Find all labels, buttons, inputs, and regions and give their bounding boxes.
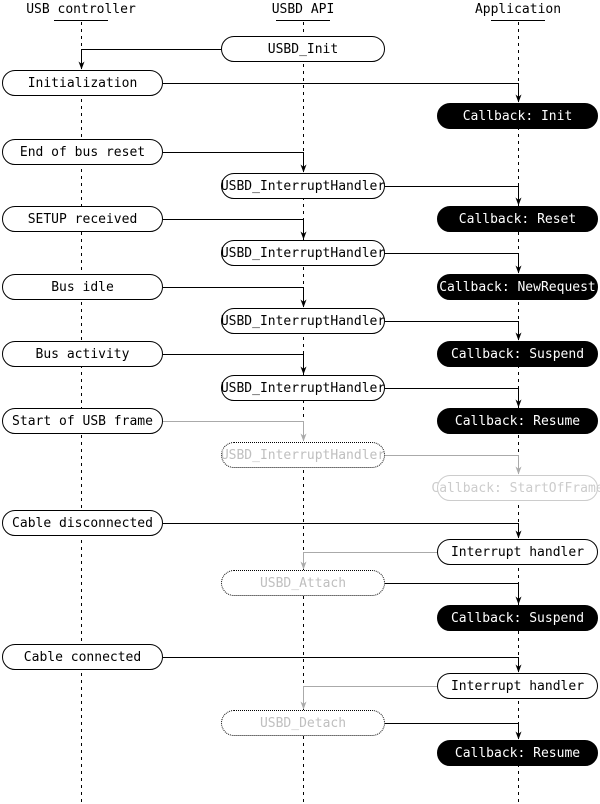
node-callback-reset: Callback: Reset [437,206,598,232]
connector-c-busactivity-to-ih4 [163,354,307,375]
node-interrupt-handler-1: USBD_InterruptHandler [221,173,385,199]
node-label-usbd-init: USBD_Init [267,41,339,57]
connector-c-init-to-initialization [78,49,221,70]
connector-c-ih2-to-callback-newrequest [385,253,522,274]
node-label-callback-resume-2: Callback: Resume [454,745,581,761]
node-label-callback-newrequest: Callback: NewRequest [439,279,596,295]
node-label-interrupt-handler-2: USBD_InterruptHandler [220,245,386,261]
connector-c-ih1-to-callback-reset [385,186,522,206]
node-interrupt-handler-2: USBD_InterruptHandler [221,240,385,266]
connectors-group [78,49,522,740]
connector-c-disconnected-to-ihapp1 [163,523,522,539]
node-label-cable-disconnected: Cable disconnected [12,515,153,531]
node-label-bus-activity: Bus activity [35,346,130,362]
node-label-usbd-detach: USBD_Detach [259,715,347,731]
node-usbd-init: USBD_Init [221,36,385,62]
node-callback-resume-2: Callback: Resume [437,740,598,766]
connector-c-busreset-to-ih1 [163,152,307,173]
node-interrupt-handler-app-2: Interrupt handler [437,673,598,699]
node-label-callback-resume-1: Callback: Resume [454,413,581,429]
column-header-usb-controller: USB controller [26,2,136,17]
node-label-initialization: Initialization [27,75,138,91]
node-label-start-of-usb-frame: Start of USB frame [12,413,153,429]
connector-c-connected-to-ihapp2 [163,657,522,673]
connector-c-detach-to-resume [385,723,522,740]
node-initialization: Initialization [2,70,163,96]
node-interrupt-handler-app-1: Interrupt handler [437,539,598,565]
node-label-callback-reset: Callback: Reset [458,211,577,227]
node-bus-idle: Bus idle [2,274,163,300]
node-label-setup-received: SETUP received [27,211,138,227]
node-label-callback-suspend-1: Callback: Suspend [450,346,585,362]
node-cable-disconnected: Cable disconnected [2,510,163,536]
node-label-interrupt-handler-5: USBD_InterruptHandler [220,447,386,463]
node-callback-suspend-1: Callback: Suspend [437,341,598,367]
node-label-interrupt-handler-1: USBD_InterruptHandler [220,178,386,194]
node-usbd-detach: USBD_Detach [221,710,385,736]
node-label-end-of-bus-reset: End of bus reset [19,144,146,160]
node-end-of-bus-reset: End of bus reset [2,139,163,165]
connector-c-ih3-to-callback-suspend [385,321,522,341]
connector-c-initialization-to-callback-init [163,83,522,103]
node-interrupt-handler-3: USBD_InterruptHandler [221,308,385,334]
node-usbd-attach: USBD_Attach [221,570,385,596]
node-label-interrupt-handler-4: USBD_InterruptHandler [220,380,386,396]
node-setup-received: SETUP received [2,206,163,232]
column-header-usbd-api: USBD API [271,2,335,17]
node-label-bus-idle: Bus idle [51,279,114,295]
node-callback-newrequest: Callback: NewRequest [437,274,598,300]
node-callback-resume-1: Callback: Resume [437,408,598,434]
node-label-usbd-attach: USBD_Attach [259,575,347,591]
node-label-interrupt-handler-3: USBD_InterruptHandler [220,313,386,329]
node-label-cable-connected: Cable connected [23,649,142,665]
node-cable-connected: Cable connected [2,644,163,670]
node-callback-suspend-2: Callback: Suspend [437,605,598,631]
node-bus-activity: Bus activity [2,341,163,367]
node-label-callback-suspend-2: Callback: Suspend [450,610,585,626]
node-label-interrupt-handler-app-1: Interrupt handler [450,544,585,560]
column-header-application: Application [474,2,562,17]
connector-c-sof-to-ih5 [163,421,307,442]
connector-c-setup-to-ih2 [163,219,307,240]
connector-c-ih5-to-callback-sof [385,455,522,475]
node-label-callback-init: Callback: Init [462,108,573,124]
connector-c-ihapp1-to-attach [300,552,437,570]
connector-c-attach-to-suspend [385,583,522,605]
node-interrupt-handler-4: USBD_InterruptHandler [221,375,385,401]
node-interrupt-handler-5: USBD_InterruptHandler [221,442,385,468]
node-callback-init: Callback: Init [437,103,598,129]
node-callback-startofframe: Callback: StartOfFrame [431,475,600,501]
connector-c-ih4-to-callback-resume [385,388,522,408]
node-label-callback-startofframe: Callback: StartOfFrame [431,480,600,496]
connector-c-ihapp2-to-detach [300,686,437,710]
node-start-of-usb-frame: Start of USB frame [2,408,163,434]
node-label-interrupt-handler-app-2: Interrupt handler [450,678,585,694]
connector-c-busidle-to-ih3 [163,287,307,308]
